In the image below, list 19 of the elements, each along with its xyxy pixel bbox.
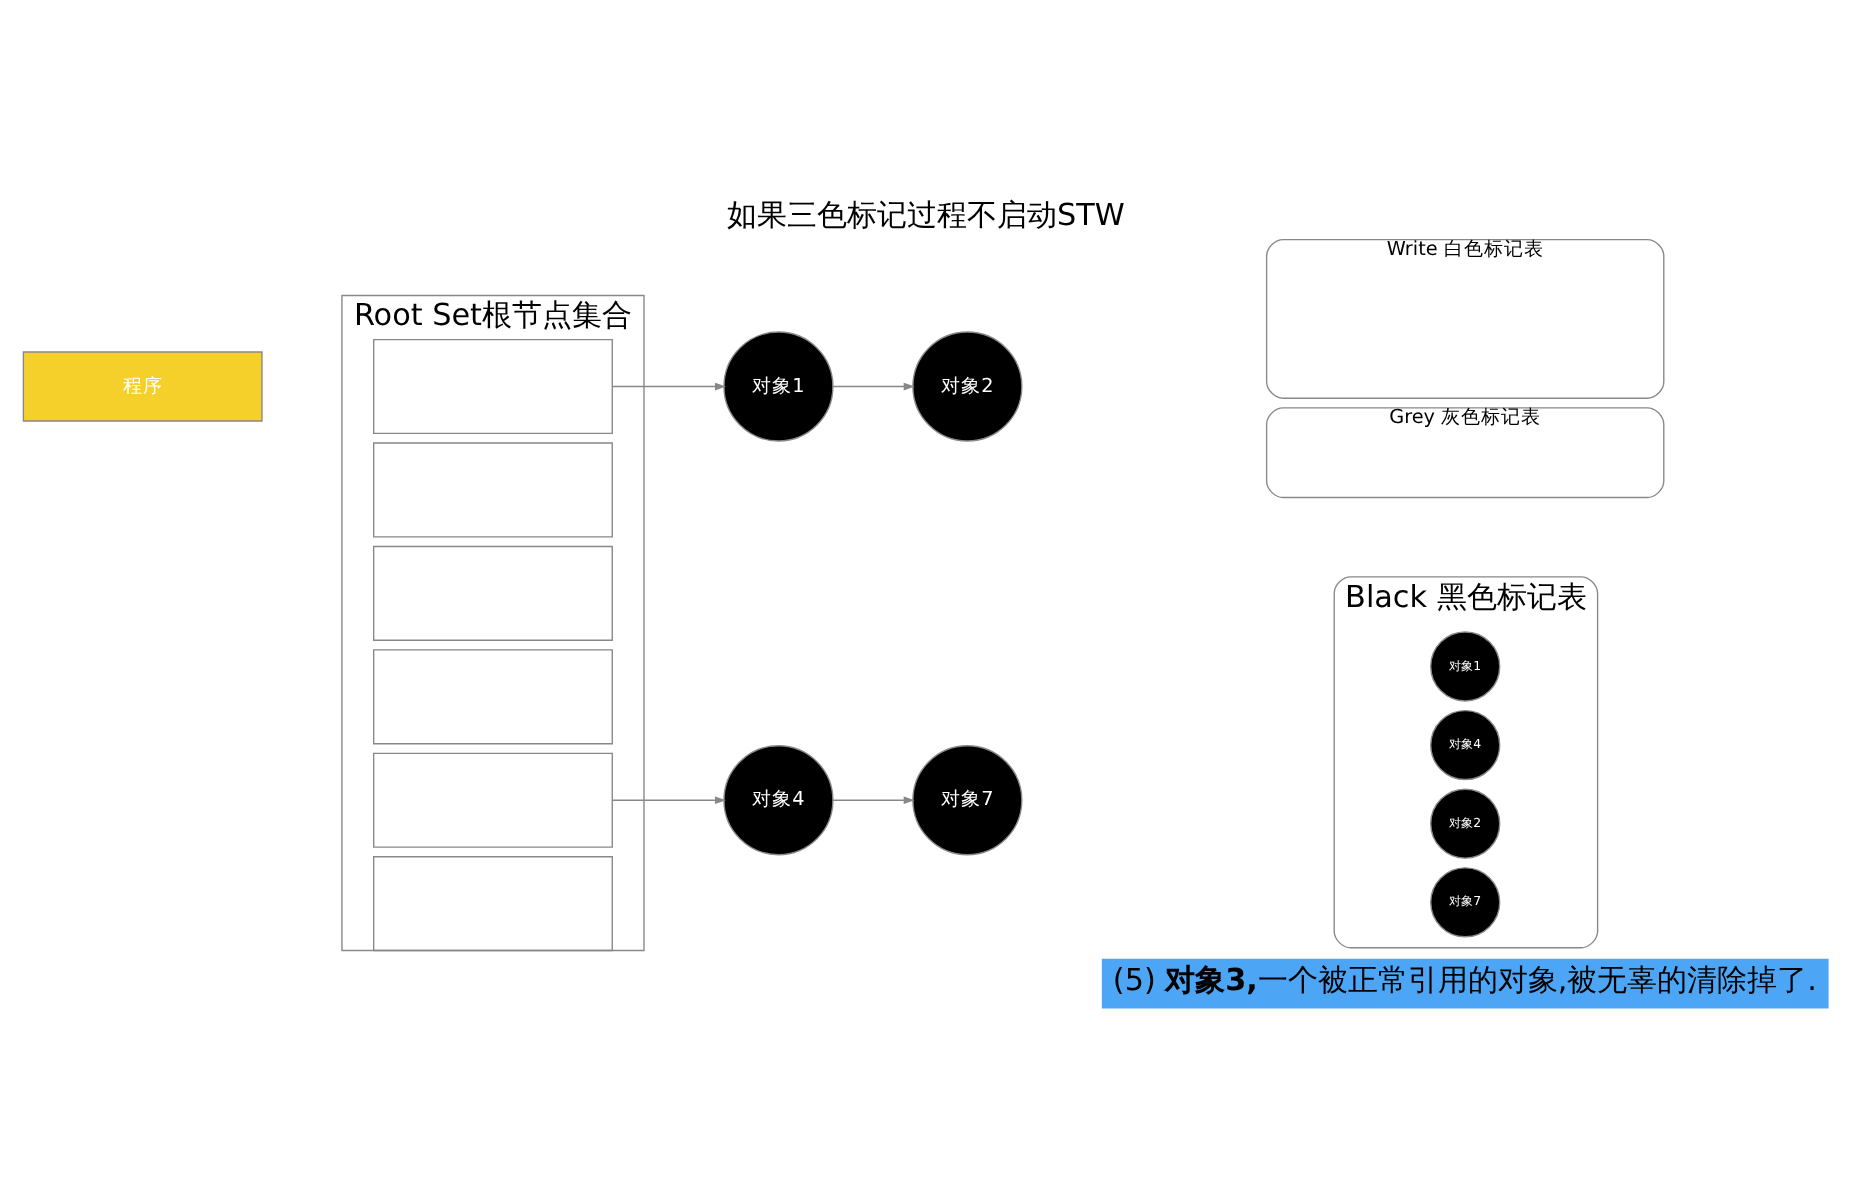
node-circle: 对象4 <box>723 744 834 855</box>
node-circle: 对象7 <box>912 744 1023 855</box>
node-box: Write 白色标记表 <box>1265 237 1665 398</box>
node-box <box>373 441 613 537</box>
node-box: 程序 <box>22 350 263 421</box>
arrow <box>611 381 726 390</box>
node-box <box>373 751 613 847</box>
node-box <box>373 855 613 951</box>
node-box: Grey 灰色标记表 <box>1265 406 1665 498</box>
node-circle: 对象2 <box>912 330 1023 441</box>
node-box <box>373 544 613 640</box>
node-circle: 对象1 <box>723 330 834 441</box>
caption: (5) 对象3,一个被正常引用的对象,被无辜的清除掉了. <box>1112 961 1817 997</box>
arrow <box>611 795 726 804</box>
arrow <box>832 381 915 390</box>
node-box <box>373 648 613 744</box>
diagram-title: 如果三色标记过程不启动STW <box>727 196 1125 233</box>
node-box <box>373 337 613 434</box>
arrow <box>832 795 915 804</box>
